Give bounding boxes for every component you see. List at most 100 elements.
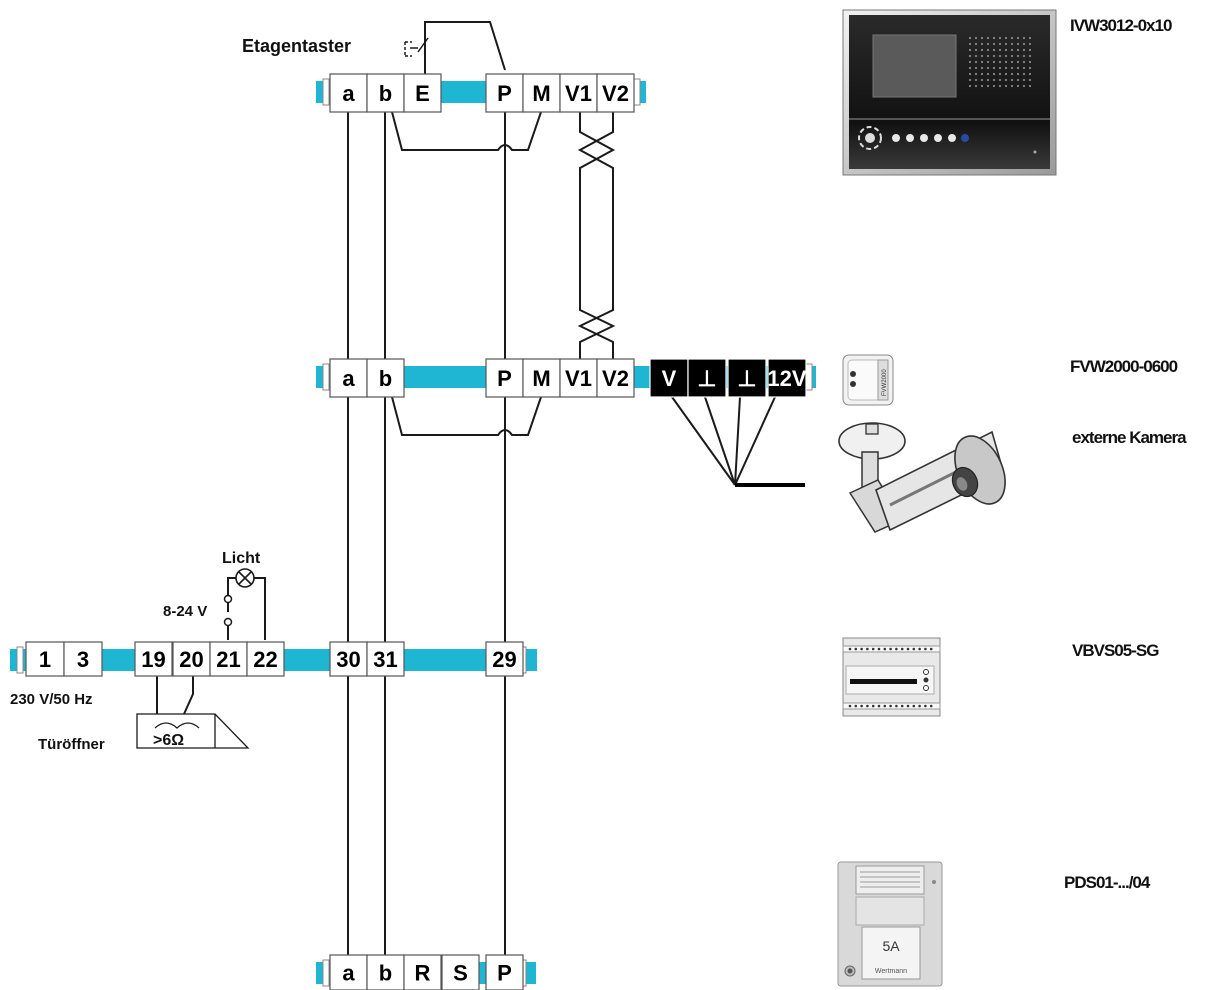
- terminal-supply_mid-0: 19: [134, 641, 173, 677]
- terminal-label: R: [415, 961, 431, 986]
- terminal-box: [767, 358, 807, 398]
- terminal-label: 30: [336, 647, 360, 672]
- monitor-screen: [872, 34, 957, 98]
- terminal-box: [403, 73, 442, 113]
- video-module-badge: FVW2000: [882, 369, 888, 396]
- terminal-label: a: [342, 81, 355, 106]
- terminal-label: S: [453, 961, 468, 986]
- terminal-monitor-0: a: [329, 73, 368, 113]
- terminal-box: [329, 641, 368, 677]
- terminal-door-1: b: [366, 954, 405, 990]
- terminal-door-0: a: [329, 954, 368, 990]
- terminal-label: V: [662, 366, 677, 391]
- mains-label: 230 V/50 Hz: [10, 691, 93, 708]
- power-supply-name: VBVS05-SG: [1072, 641, 1159, 660]
- door-speaker-slots: [860, 871, 920, 888]
- terminal-module-0: a: [329, 358, 368, 398]
- terminal-label: V1: [565, 366, 592, 391]
- terminal-label: P: [497, 961, 512, 986]
- terminal-module-4: V1: [559, 358, 598, 398]
- terminal-label: b: [379, 961, 392, 986]
- monitor-device: [842, 9, 1057, 176]
- terminal-label: 29: [492, 647, 516, 672]
- terminal-label: 3: [77, 647, 89, 672]
- terminal-label: M: [532, 81, 550, 106]
- power-supply-device: [842, 637, 941, 717]
- speaker-grille: [968, 36, 1032, 88]
- wire-v1: [579, 112, 616, 362]
- terminal-door-4: P: [485, 954, 524, 990]
- terminal-label: 12V: [767, 366, 806, 391]
- tueroeffner-label: Türöffner: [38, 736, 105, 753]
- terminal-box: [596, 73, 635, 113]
- wire-etagentaster: [424, 21, 506, 80]
- terminal-module-3: M: [522, 358, 561, 398]
- terminal-box: [366, 358, 405, 398]
- wire-licht-22: [254, 577, 266, 640]
- terminal-supply_mid-1: 20: [172, 641, 211, 677]
- switch-contacts-icon: [223, 594, 233, 627]
- terminal-label: V1: [565, 81, 592, 106]
- terminal-label: 21: [216, 647, 240, 672]
- wires: [156, 21, 776, 968]
- terminal-monitor-4: M: [522, 73, 561, 113]
- terminal-label: V2: [602, 81, 629, 106]
- wire-b-m-link-module: [391, 396, 542, 436]
- door-plate-number: 5A: [882, 938, 900, 954]
- video-module-name: FVW2000-0600: [1070, 357, 1178, 376]
- terminal-module_camera-0: V: [649, 358, 689, 398]
- terminal-box: [522, 73, 561, 113]
- terminal-box: [727, 358, 767, 398]
- terminal-supply_mid-3: 22: [246, 641, 285, 677]
- rails: [10, 81, 816, 984]
- terminal-supply_left-0: 1: [25, 641, 65, 677]
- terminal-box: [485, 641, 524, 677]
- rail-caps: [16, 78, 813, 987]
- terminal-monitor-1: b: [366, 73, 405, 113]
- terminal-label: 19: [141, 647, 165, 672]
- lamp-icon: [235, 568, 255, 588]
- terminal-box: [485, 73, 524, 113]
- terminal-box: [649, 358, 689, 398]
- terminal-box: [403, 954, 442, 990]
- terminal-box: [366, 641, 405, 677]
- terminal-supply_left-1: 3: [63, 641, 103, 677]
- licht-label: Licht: [222, 550, 261, 567]
- terminal-supply_mid-2: 21: [209, 641, 248, 677]
- terminal-supply_right-1: 31: [366, 641, 405, 677]
- terminal-box: [441, 954, 480, 990]
- terminal-label: 31: [373, 647, 397, 672]
- terminal-label: E: [415, 81, 430, 106]
- terminal-label: P: [497, 366, 512, 391]
- terminal-box: [596, 358, 635, 398]
- terminal-label: a: [342, 961, 355, 986]
- wire-licht-lamp-left: [227, 577, 236, 596]
- terminal-box: [522, 358, 561, 398]
- terminal-label: b: [379, 366, 392, 391]
- camera-name: externe Kamera: [1072, 428, 1187, 447]
- monitor-buttons: [892, 134, 956, 142]
- door-opener-icon: >6Ω: [136, 713, 250, 749]
- terminal-door-2: R: [403, 954, 442, 990]
- terminal-label: 20: [179, 647, 203, 672]
- terminal-monitor-5: V1: [559, 73, 598, 113]
- terminal-module_camera-3: 12V: [767, 358, 807, 398]
- wire-b-m-link-monitor: [391, 111, 542, 151]
- wire-camera-fan: [671, 396, 776, 486]
- terminal-box: [172, 641, 211, 677]
- terminal-box: [329, 73, 368, 113]
- terminal-door-3: S: [441, 954, 480, 990]
- terminal-box: [246, 641, 285, 677]
- terminal-label: a: [342, 366, 355, 391]
- terminal-box: [485, 358, 524, 398]
- terminal-monitor-2: E: [403, 73, 442, 113]
- supply-terminal-dots: [848, 647, 933, 708]
- door-station-device: 5A Wertmann: [837, 861, 943, 987]
- resistance-label: >6Ω: [153, 732, 184, 749]
- terminal-label: ⊥: [737, 366, 756, 391]
- camera-device: [838, 422, 1006, 533]
- monitor-button-ring: [858, 126, 882, 150]
- wire-20-opener: [183, 676, 194, 715]
